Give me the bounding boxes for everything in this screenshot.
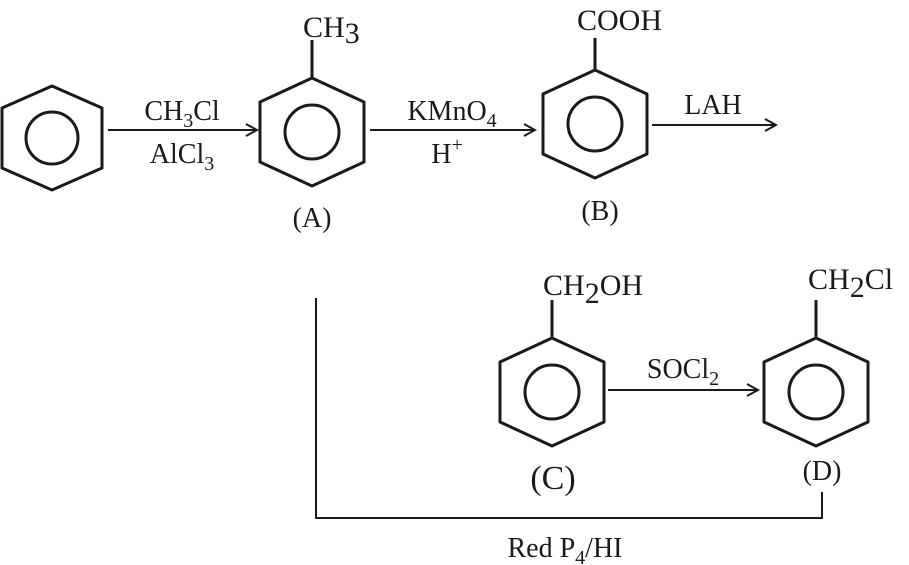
reagent-red-p4-hi: Red P4/HI <box>507 533 622 565</box>
compound-c-inner-circle <box>523 363 581 421</box>
benzene-inner-circle <box>24 110 80 166</box>
compound-b-label: (B) <box>581 196 618 227</box>
reagent-alcl3: AlCl3 <box>150 139 214 175</box>
compound-a-inner-circle <box>283 103 341 161</box>
compound-c-label: (C) <box>530 460 575 497</box>
compound-d-molecule: CH2Cl (D) <box>762 263 893 487</box>
reagent-lah: LAH <box>684 90 742 121</box>
compound-a-substituent: CH3 <box>303 11 360 50</box>
reagent-socl2: SOCl2 <box>647 354 719 390</box>
compound-c-molecule: CH2OH (C) <box>498 269 643 497</box>
compound-a-ring <box>258 76 366 188</box>
compound-d-inner-circle <box>787 363 845 421</box>
compound-d-ring <box>762 336 870 448</box>
reagent-ch3cl: CH3Cl <box>144 96 220 132</box>
compound-a-label: (A) <box>293 203 332 234</box>
benzene-molecule <box>0 84 104 192</box>
benzene-ring <box>0 84 104 192</box>
compound-d-label: (D) <box>803 456 842 487</box>
reagent-h-plus: H+ <box>431 134 463 170</box>
compound-b-substituent: COOH <box>577 4 662 37</box>
compound-c-ring <box>498 336 606 448</box>
compound-c-substituent: CH2OH <box>543 269 643 310</box>
compound-b-molecule: COOH (B) <box>541 4 662 227</box>
compound-b-ring <box>541 68 649 180</box>
compound-a-molecule: CH3 (A) <box>258 11 366 234</box>
return-path-arrow <box>315 298 823 519</box>
compound-b-inner-circle <box>566 95 624 153</box>
compound-d-substituent: CH2Cl <box>808 263 893 304</box>
reagent-kmno4: KMnO4 <box>407 96 496 132</box>
